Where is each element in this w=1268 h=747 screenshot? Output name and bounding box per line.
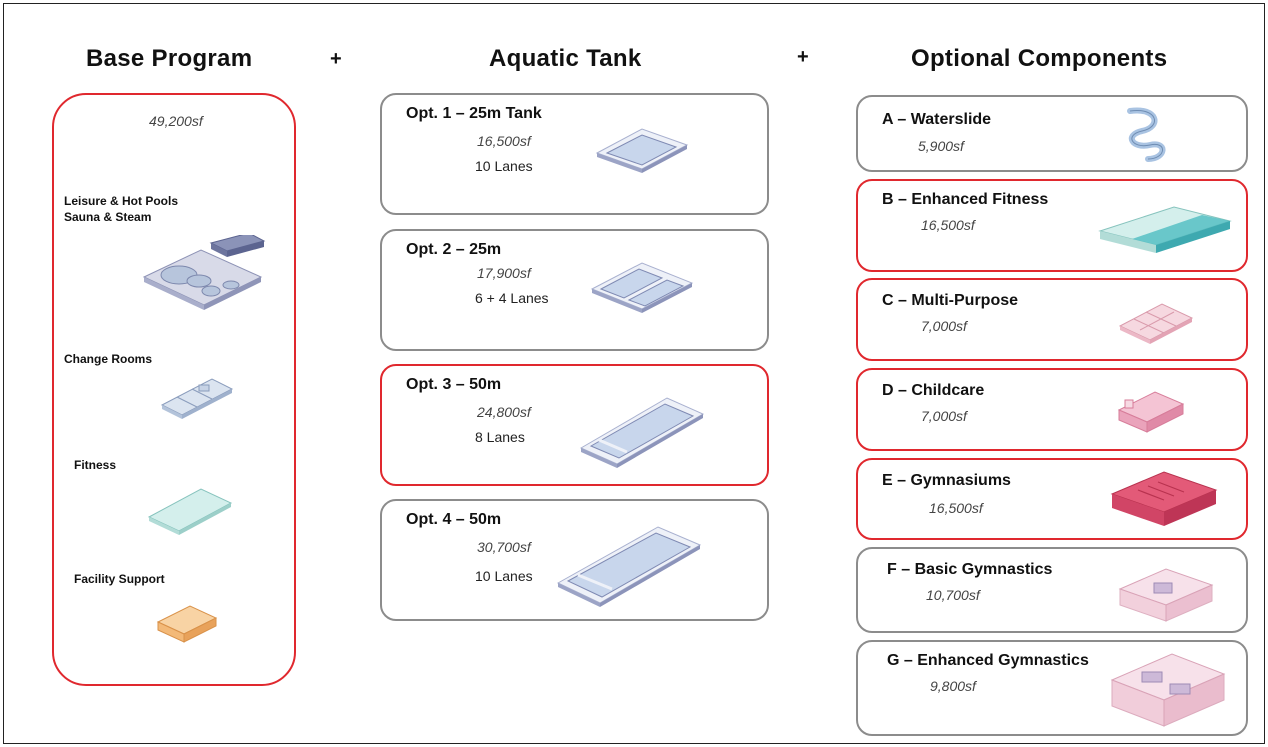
- facility-support-icon: [156, 605, 218, 643]
- childcare-icon: [1117, 391, 1185, 433]
- tank-option-4-area: 30,700sf: [477, 539, 531, 555]
- base-item-change-rooms-label: Change Rooms: [64, 352, 153, 366]
- tank-option-2-lanes: 6 + 4 Lanes: [475, 290, 549, 306]
- base-item-fitness-label: Fitness: [74, 458, 117, 472]
- tank-50m-large-icon: [556, 526, 702, 607]
- optional-g-title: G – Enhanced Gymnastics: [887, 652, 1089, 669]
- enhanced-fitness-icon: [1098, 206, 1232, 253]
- optional-f[interactable]: F – Basic Gymnastics 10,700sf: [856, 547, 1248, 633]
- gymnasiums-icon: [1110, 471, 1218, 526]
- tank-option-1[interactable]: Opt. 1 – 25m Tank 16,500sf 10 Lanes: [380, 93, 769, 215]
- base-item-facility-support-label: Facility Support: [74, 572, 165, 586]
- tank-option-4-lanes: 10 Lanes: [475, 568, 533, 584]
- optional-components-heading: Optional Components: [911, 45, 1168, 72]
- tank-50m-icon: [579, 397, 705, 468]
- leisure-pool-icon: [142, 235, 266, 310]
- tank-option-1-lanes: 10 Lanes: [475, 158, 533, 174]
- diagram-frame: [3, 3, 1265, 744]
- tank-option-3-area: 24,800sf: [477, 404, 531, 420]
- tank-25m-icon: [595, 128, 689, 173]
- optional-g-area: 9,800sf: [930, 678, 976, 694]
- aquatic-tank-heading: Aquatic Tank: [489, 45, 642, 72]
- optional-f-title: F – Basic Gymnastics: [887, 561, 1053, 578]
- optional-b[interactable]: B – Enhanced Fitness 16,500sf: [856, 179, 1248, 272]
- optional-b-title: B – Enhanced Fitness: [882, 191, 1049, 208]
- waterslide-icon: [1127, 107, 1166, 162]
- optional-d-title: D – Childcare: [882, 382, 985, 399]
- optional-c-area: 7,000sf: [921, 318, 967, 334]
- tank-option-1-title: Opt. 1 – 25m Tank: [406, 105, 542, 122]
- change-rooms-icon: [160, 378, 234, 419]
- tank-option-2[interactable]: Opt. 2 – 25m 17,900sf 6 + 4 Lanes: [380, 229, 769, 351]
- optional-d-area: 7,000sf: [921, 408, 967, 424]
- tank-option-1-area: 16,500sf: [477, 133, 531, 149]
- tank-option-3-lanes: 8 Lanes: [475, 429, 525, 445]
- enhanced-gymnastics-icon: [1110, 653, 1226, 727]
- optional-d[interactable]: D – Childcare 7,000sf: [856, 368, 1248, 451]
- base-area: 49,200sf: [149, 113, 203, 129]
- optional-f-area: 10,700sf: [926, 587, 980, 603]
- optional-e[interactable]: E – Gymnasiums 16,500sf: [856, 458, 1248, 540]
- tank-option-3[interactable]: Opt. 3 – 50m 24,800sf 8 Lanes: [380, 364, 769, 486]
- optional-c[interactable]: C – Multi-Purpose 7,000sf: [856, 278, 1248, 361]
- fitness-icon: [147, 488, 233, 535]
- base-item-leisure-label: Leisure & Hot Pools Sauna & Steam: [64, 194, 179, 224]
- optional-e-title: E – Gymnasiums: [882, 472, 1011, 489]
- multi-purpose-icon: [1118, 303, 1194, 344]
- tank-option-4-title: Opt. 4 – 50m: [406, 511, 502, 528]
- optional-c-title: C – Multi-Purpose: [882, 292, 1019, 309]
- tank-option-3-title: Opt. 3 – 50m: [406, 376, 502, 393]
- optional-e-area: 16,500sf: [929, 500, 983, 516]
- optional-b-area: 16,500sf: [921, 217, 975, 233]
- plus-sign-2: +: [797, 46, 809, 68]
- optional-g[interactable]: G – Enhanced Gymnastics 9,800sf: [856, 640, 1248, 736]
- optional-a-area: 5,900sf: [918, 138, 964, 154]
- optional-a[interactable]: A – Waterslide 5,900sf: [856, 95, 1248, 172]
- tank-option-2-title: Opt. 2 – 25m: [406, 241, 502, 258]
- basic-gymnastics-icon: [1118, 568, 1214, 622]
- base-program-heading: Base Program: [86, 45, 253, 72]
- base-program-panel[interactable]: 49,200sf Leisure & Hot Pools Sauna & Ste…: [52, 93, 296, 686]
- tank-option-2-area: 17,900sf: [477, 265, 531, 281]
- tank-25m-split-icon: [590, 262, 694, 313]
- plus-sign-1: +: [330, 48, 342, 70]
- optional-a-title: A – Waterslide: [882, 111, 992, 128]
- tank-option-4[interactable]: Opt. 4 – 50m 30,700sf 10 Lanes: [380, 499, 769, 621]
